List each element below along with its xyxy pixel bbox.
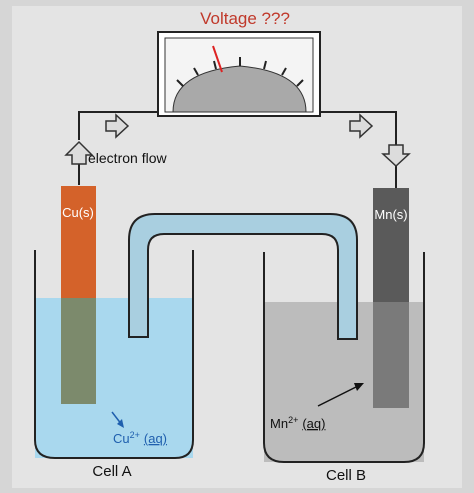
meter-tick [263,60,267,70]
cell-a-electrode-submerged [61,298,96,404]
cell-a-label: Cell A [92,463,131,480]
cell-b-electrode-label: Mn(s) [374,207,407,222]
up-arrow-icon [64,140,94,165]
meter-tick [176,79,184,87]
cell-a-ion-charge: 2+ [130,430,140,440]
wire-right [320,111,397,145]
title: Voltage ??? [200,9,290,28]
cell-a-electrode [61,186,96,298]
right-arrow-icon [105,113,130,139]
cell-a-beaker [34,250,194,459]
cell-b-electrode-submerged [373,302,409,408]
cell-b-ion-phase: (aq) [302,416,325,431]
meter-tick [213,60,217,70]
meter-ticks [176,57,304,87]
external-wire [78,111,397,188]
cell-a: Cu(s) Cu2+ (aq) Cell A [34,186,194,480]
wire-left [78,111,158,140]
cell-b-ion-charge: 2+ [288,415,298,425]
cell-b-ion-arrowhead [354,383,364,391]
meter-face [172,65,307,113]
cell-b-ion-label: Mn2+ (aq) [270,415,325,431]
cell-a-ion-label: Cu2+ (aq) [113,430,167,446]
cell-a-ion-phase: (aq) [144,431,167,446]
meter-tick [296,79,304,87]
right-arrow-icon [349,113,374,139]
cell-a-ion-symbol: Cu [113,431,130,446]
cell-b-label: Cell B [326,467,366,484]
salt-bridge-tube [128,213,358,340]
electron-flow-label: electron flow [88,150,167,166]
cell-b-ion-symbol: Mn [270,416,288,431]
meter-tick [193,67,199,76]
flow-arrows [64,113,411,168]
salt-bridge [128,213,358,340]
meter-tick [281,67,287,76]
down-arrow-icon [381,144,411,168]
cell-a-ion-arrowhead [117,419,124,428]
cell-a-electrode-label: Cu(s) [62,205,94,220]
voltmeter [157,31,321,117]
cell-b-ion-arrow [317,385,359,407]
cell-b-beaker [263,252,425,463]
meter-needle-icon [212,45,223,73]
cell-b-electrode [373,188,409,302]
